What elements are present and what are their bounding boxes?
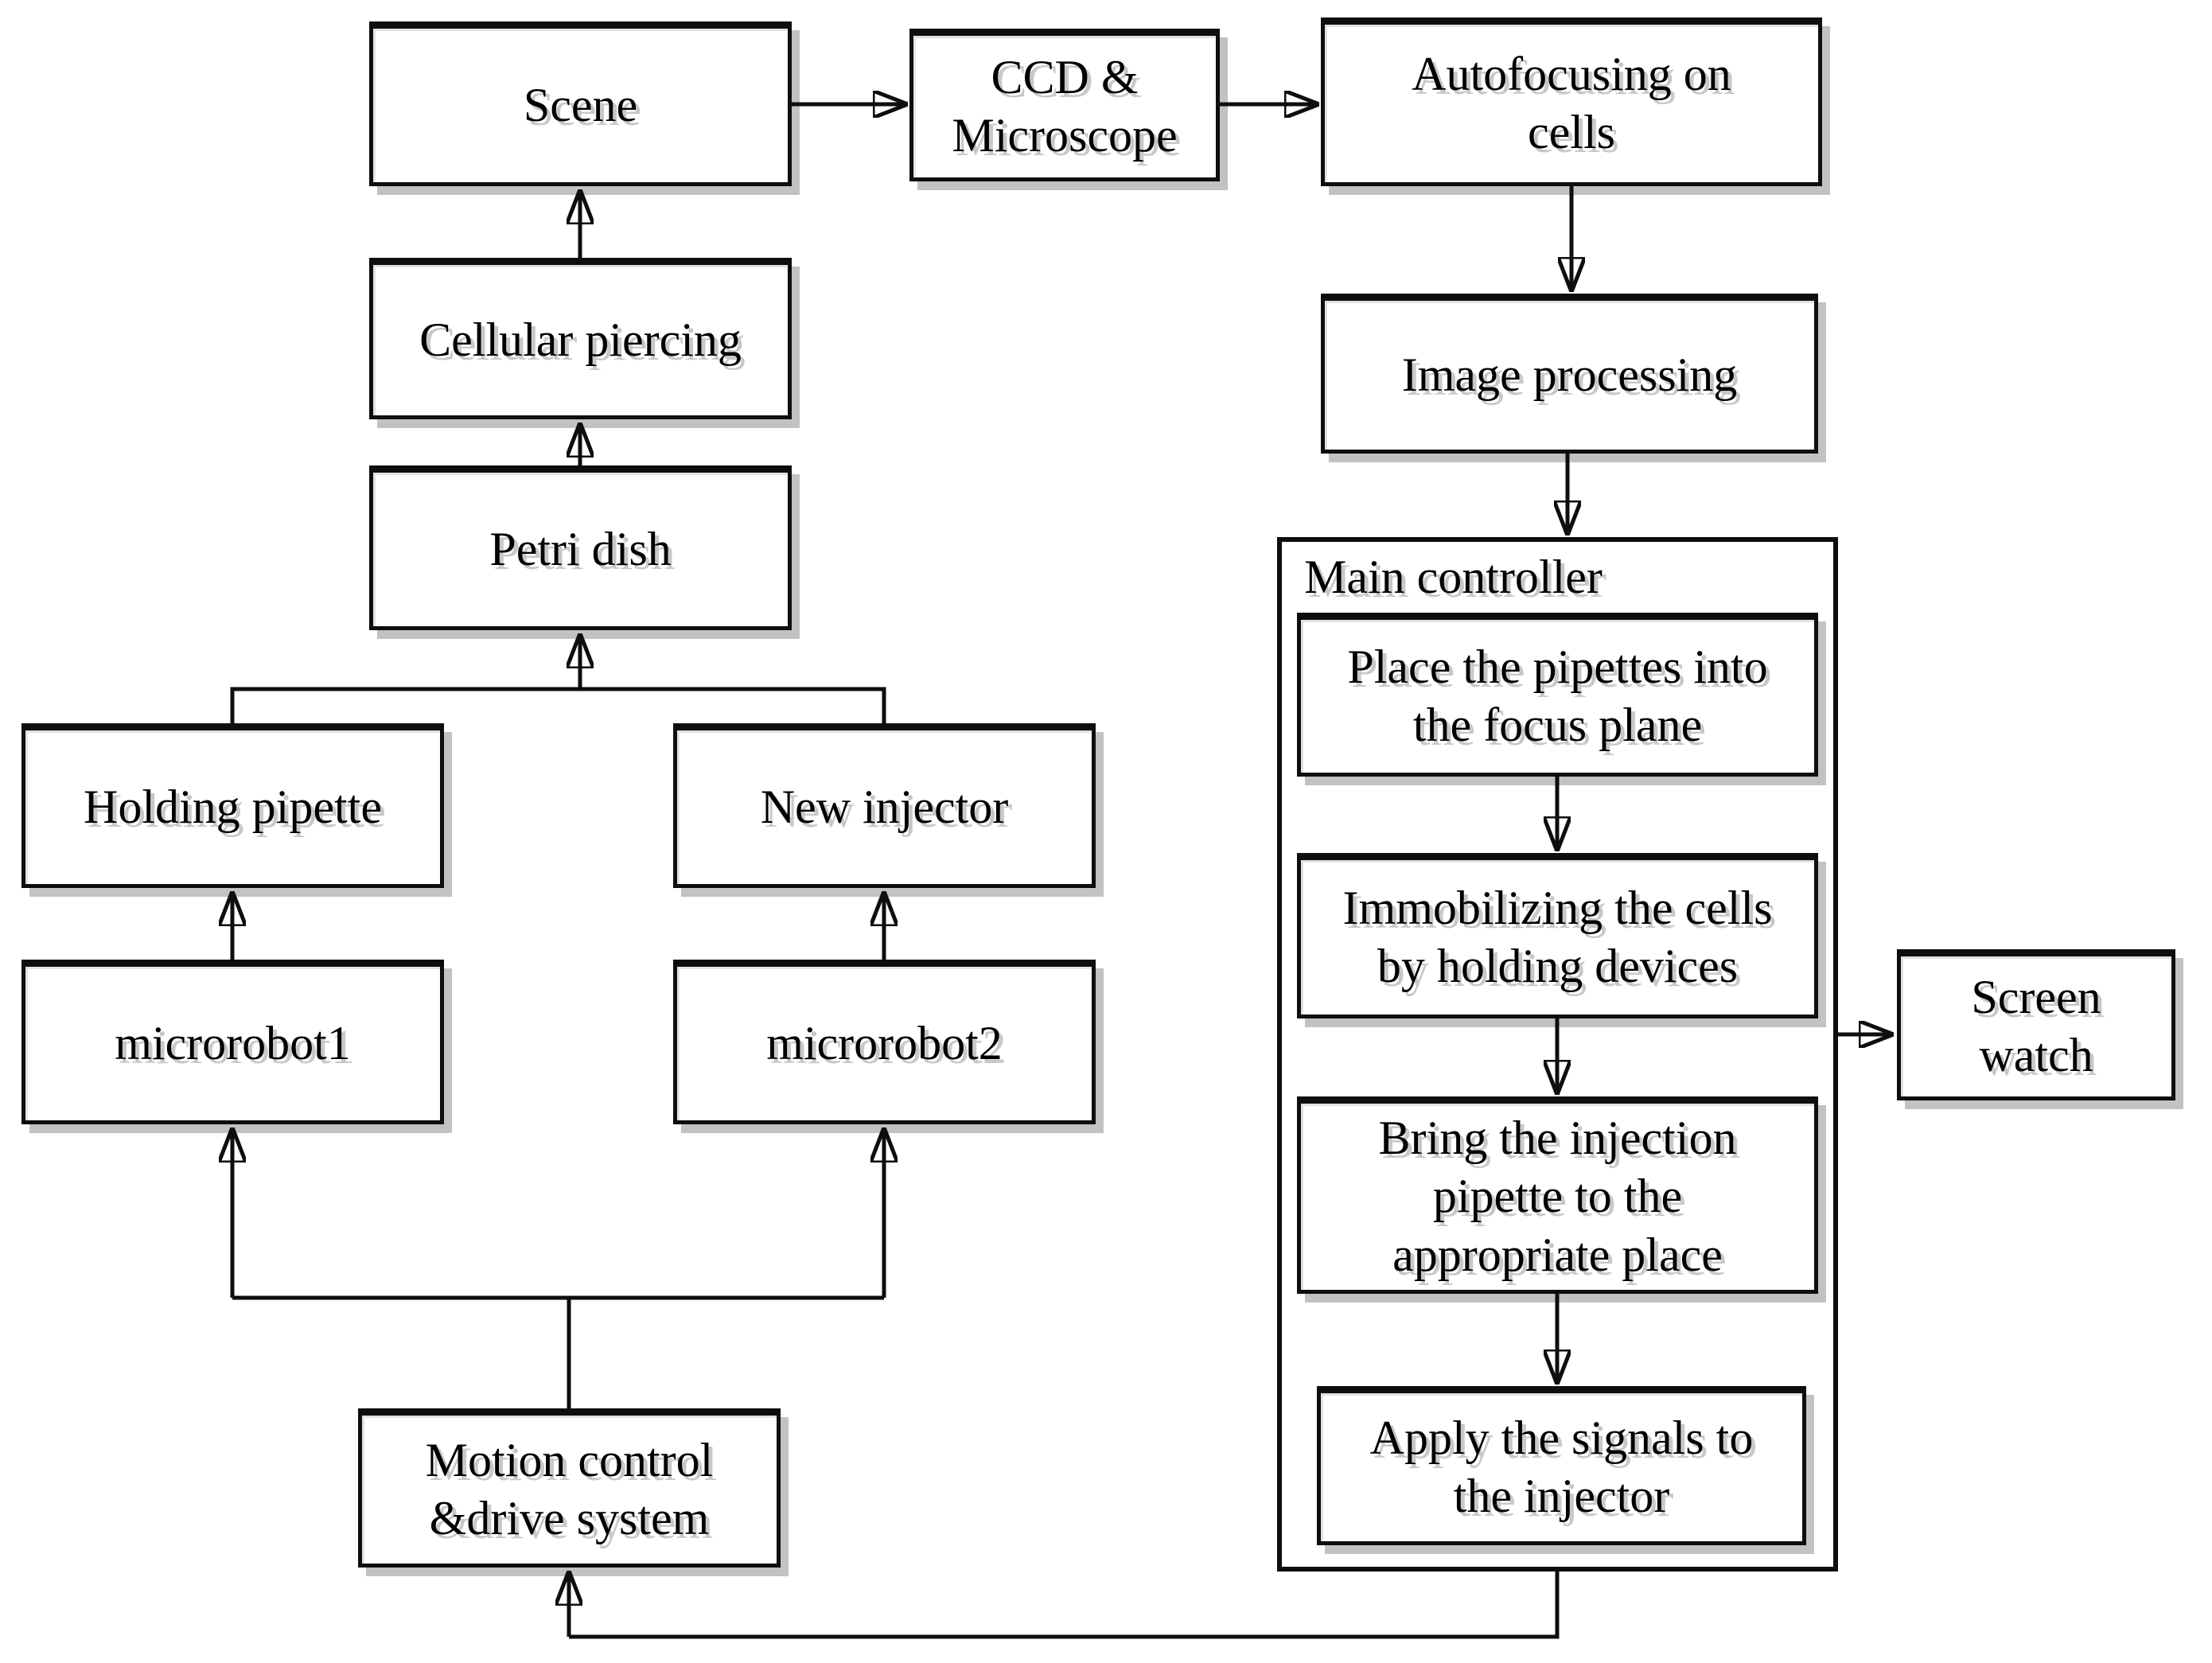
- node-cellular-piercing: Cellular piercing: [369, 258, 792, 419]
- node-apply-signals-to-injector: Apply the signals to the injector: [1317, 1386, 1806, 1545]
- node-bring-injection-pipette: Bring the injection pipette to the appro…: [1297, 1096, 1818, 1294]
- node-petri-dish: Petri dish: [369, 465, 792, 630]
- node-autofocusing-on-cells: Autofocusing on cells: [1321, 18, 1822, 186]
- node-microrobot2: microrobot2: [673, 960, 1096, 1124]
- connector-main-to-motion-feedback: [569, 1571, 1560, 1639]
- connector-motion-distribution: [232, 1295, 884, 1408]
- connector-pipette-junction: [230, 687, 886, 723]
- node-image-processing: Image processing: [1321, 294, 1818, 454]
- main-controller-label: Main controller: [1304, 551, 1603, 603]
- node-holding-pipette: Holding pipette: [21, 723, 444, 888]
- node-new-injector: New injector: [673, 723, 1096, 888]
- node-immobilizing-cells: Immobilizing the cells by holding device…: [1297, 853, 1818, 1018]
- node-microrobot1: microrobot1: [21, 960, 444, 1124]
- node-motion-control-drive-system: Motion control &drive system: [358, 1408, 781, 1568]
- node-ccd-microscope: CCD & Microscope: [909, 29, 1220, 181]
- node-screen-watch: Screen watch: [1897, 949, 2175, 1100]
- node-place-pipettes-into-focus-plane: Place the pipettes into the focus plane: [1297, 613, 1818, 777]
- node-scene: Scene: [369, 21, 792, 186]
